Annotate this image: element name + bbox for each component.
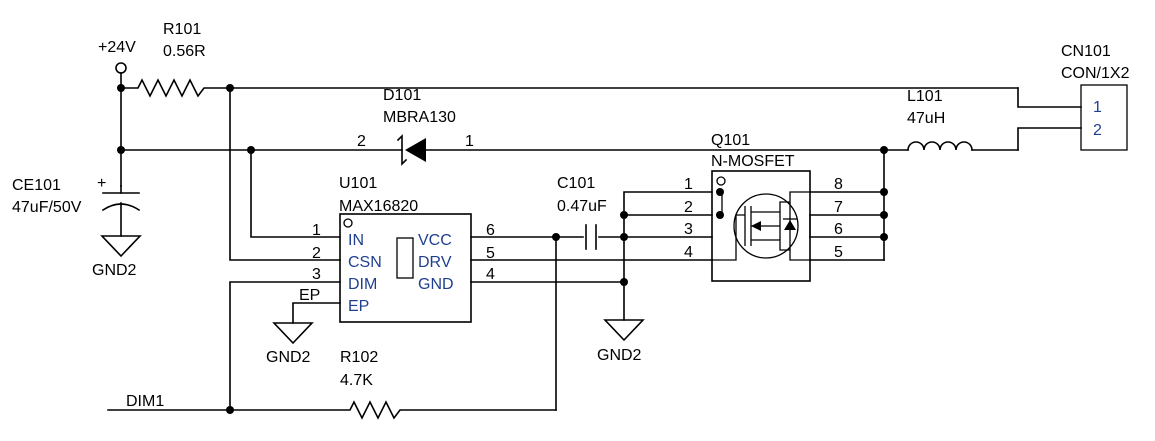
d101-value: MBRA130 <box>383 109 456 126</box>
power-label: +24V <box>98 39 136 56</box>
r102-value: 4.7K <box>340 372 373 389</box>
capacitor-ce101: CE101 47uF/50V + <box>12 175 141 237</box>
diode-d101: D101 MBRA130 2 1 <box>357 87 474 166</box>
u101-pin5-num: 5 <box>486 245 495 262</box>
u101-pin6-num: 6 <box>486 222 495 239</box>
mosfet-q101: Q101 N-MOSFET 1 2 3 4 8 7 6 5 <box>684 132 843 282</box>
capacitor-c101: C101 0.47uF <box>557 175 713 250</box>
r101-symbol <box>120 78 1019 98</box>
r101-value: 0.56R <box>163 43 206 60</box>
power-input-24v: +24V <box>98 39 136 89</box>
q101-pin3: 3 <box>684 221 693 238</box>
u101-pin-ep: EP <box>348 298 369 315</box>
ground-ce101: GND2 <box>92 235 142 279</box>
u101-pin-csn: CSN <box>348 254 382 271</box>
cn101-pin-2: 2 <box>1093 122 1102 139</box>
u101-value: MAX16820 <box>339 198 418 215</box>
l101-value: 47uH <box>907 110 945 127</box>
ce101-value: 47uF/50V <box>12 199 82 216</box>
resistor-r101: R101 0.56R <box>120 21 1019 98</box>
d101-pin-anode: 2 <box>357 133 366 150</box>
ce101-ref: CE101 <box>12 177 61 194</box>
q101-pin4: 4 <box>684 244 693 261</box>
u101-pin-gnd: GND <box>418 276 454 293</box>
q101-pin8: 8 <box>834 176 843 193</box>
cn101-pin-1: 1 <box>1093 99 1102 116</box>
gnd-c-label: GND2 <box>597 347 642 364</box>
ce101-plus: + <box>97 175 106 192</box>
u101-pin1-num: 1 <box>312 222 321 239</box>
q101-pin7: 7 <box>834 199 843 216</box>
gnd-ep-label: GND2 <box>266 349 311 366</box>
u101-pin3-num: 3 <box>312 266 321 283</box>
u101-pin-dim: DIM <box>348 276 377 293</box>
power-terminal <box>115 62 127 74</box>
u101-pin4-num: 4 <box>486 266 495 283</box>
u101-pin-in: IN <box>348 232 364 249</box>
ground-ep: EP GND2 <box>266 287 320 366</box>
c101-value: 0.47uF <box>557 198 607 215</box>
d101-ref: D101 <box>383 87 421 104</box>
l101-ref: L101 <box>907 88 943 105</box>
connector-cn101: CN101 CON/1X2 1 2 <box>1017 43 1130 151</box>
dim-net-label: DIM1 <box>126 393 164 410</box>
r102-ref: R102 <box>340 349 378 366</box>
ep-net-label: EP <box>299 287 320 304</box>
u101-ref: U101 <box>339 175 377 192</box>
q101-value: N-MOSFET <box>711 153 795 170</box>
u101-pin2-num: 2 <box>312 245 321 262</box>
c101-ref: C101 <box>557 175 595 192</box>
q101-ref: Q101 <box>711 132 750 149</box>
resistor-r102: R102 4.7K <box>107 349 557 420</box>
inductor-l101: L101 47uH <box>907 88 1019 151</box>
ground-c101: GND2 <box>597 319 645 364</box>
cn101-ref: CN101 <box>1061 43 1111 60</box>
q101-pin5: 5 <box>834 244 843 261</box>
ic-u101: U101 MAX16820 1 2 3 IN CSN DIM EP VCC DR… <box>312 175 495 323</box>
q101-pin6: 6 <box>834 221 843 238</box>
q101-pin1: 1 <box>684 176 693 193</box>
cn101-value: CON/1X2 <box>1061 65 1130 82</box>
d101-pin-cathode: 1 <box>465 133 474 150</box>
gnd-ce-label: GND2 <box>92 262 137 279</box>
r101-ref: R101 <box>163 21 201 38</box>
u101-pin-vcc: VCC <box>418 232 452 249</box>
u101-pin-drv: DRV <box>418 254 452 271</box>
q101-pin2: 2 <box>684 199 693 216</box>
